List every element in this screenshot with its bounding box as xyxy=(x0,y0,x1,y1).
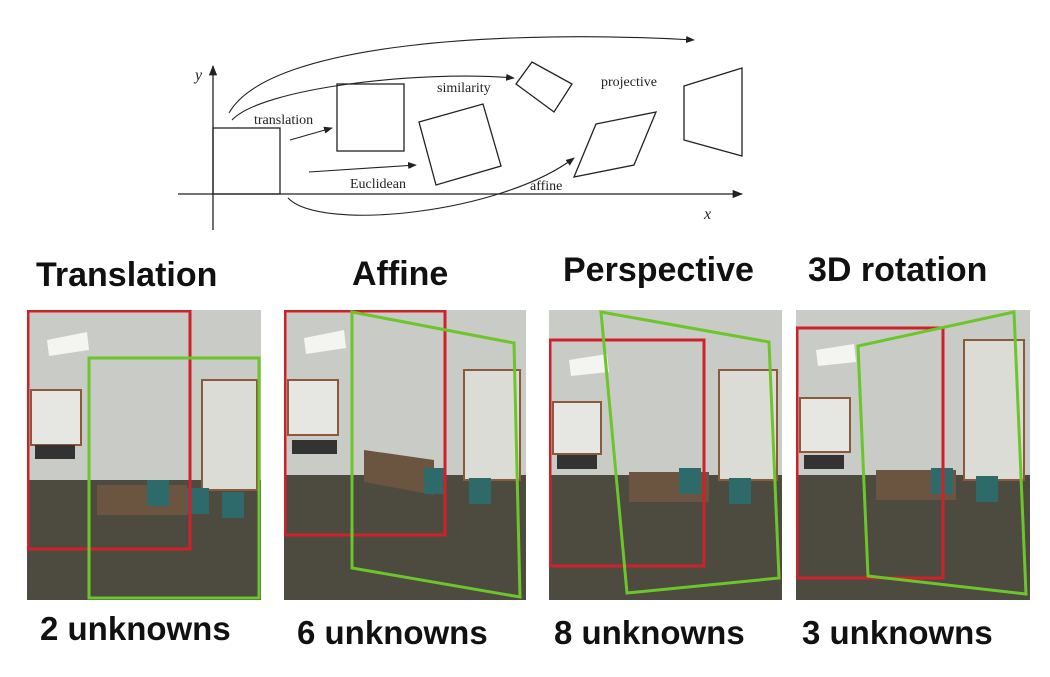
reference-frame xyxy=(549,338,706,568)
affine-quad xyxy=(572,111,658,178)
panel-translation xyxy=(27,310,261,600)
euclidean-square xyxy=(418,103,502,186)
similarity-square xyxy=(515,61,573,113)
panel-caption-translation: 2 unknowns xyxy=(40,610,231,647)
translation-label: translation xyxy=(254,113,313,128)
panel-affine xyxy=(284,310,526,600)
warped-frame xyxy=(856,310,1028,596)
projective-quad xyxy=(683,67,743,157)
reference-frame xyxy=(796,326,945,580)
warped-frame xyxy=(87,356,261,600)
x-axis-label: x xyxy=(703,206,711,223)
panel-caption-3d-rotation: 3 unknowns xyxy=(802,614,993,651)
euclidean-arrow xyxy=(308,162,417,173)
panel-title-perspective: Perspective xyxy=(563,251,754,289)
affine-arrow xyxy=(287,157,575,216)
similarity-arrow xyxy=(231,73,515,121)
panel-title-translation: Translation xyxy=(36,256,218,294)
projective-label: projective xyxy=(601,75,657,90)
euclidean-label: Euclidean xyxy=(350,177,406,192)
panel-perspective xyxy=(549,310,782,600)
original-square xyxy=(212,127,281,195)
translated-square xyxy=(336,83,405,152)
y-axis-label: y xyxy=(193,67,203,84)
panel-caption-perspective: 8 unknowns xyxy=(554,614,745,651)
reference-frame xyxy=(284,310,447,537)
similarity-label: similarity xyxy=(437,81,491,96)
panel-title-3d-rotation: 3D rotation xyxy=(808,251,988,289)
panel-3d-rotation xyxy=(796,310,1030,600)
panel-title-affine: Affine xyxy=(352,255,449,293)
reference-frame xyxy=(27,310,192,551)
panel-caption-affine: 6 unknowns xyxy=(297,614,488,651)
warped-frame xyxy=(350,310,522,599)
transformation-diagram: y x translation Euclidean similarity pro… xyxy=(178,36,744,230)
affine-label: affine xyxy=(530,179,562,194)
translation-arrow xyxy=(289,126,333,141)
projective-arrow xyxy=(228,36,695,114)
warped-frame xyxy=(599,310,781,595)
